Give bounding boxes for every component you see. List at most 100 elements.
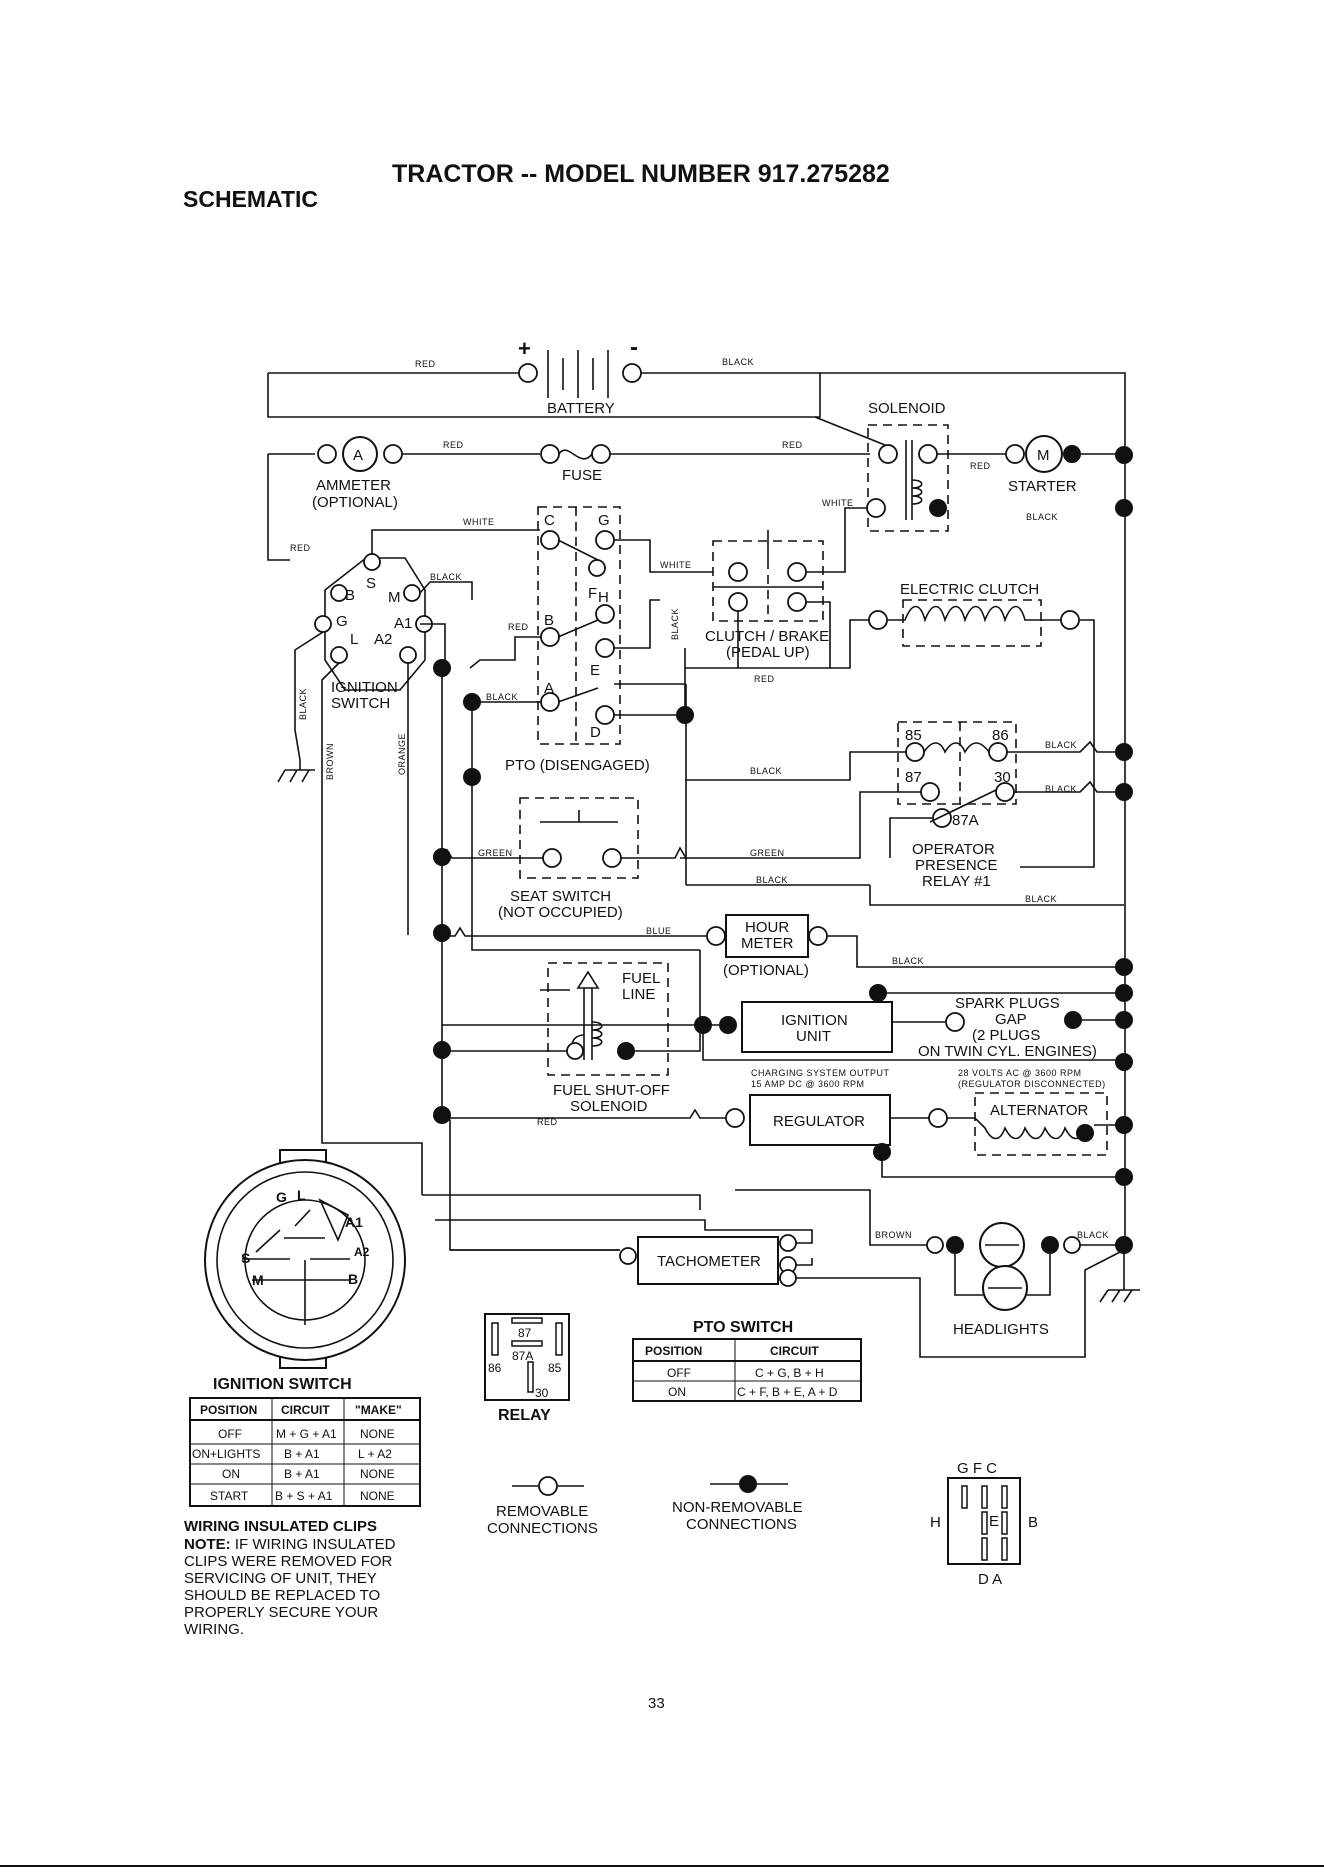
ign-face-a2: A2 (354, 1245, 370, 1259)
hour-meter-label-2: METER (741, 935, 794, 952)
pto-term-f: F (588, 585, 597, 602)
ground-bus (1099, 446, 1140, 1303)
electric-clutch: ELECTRIC CLUTCH (830, 581, 1095, 868)
relay-diagram-title: RELAY (498, 1407, 551, 1424)
ign-table-cell: NONE (360, 1467, 395, 1481)
ign-face-b: B (348, 1271, 358, 1287)
solenoid: SOLENOID WHITE (814, 400, 949, 532)
ammeter: A AMMETER (OPTIONAL) RED (267, 436, 403, 561)
alternator-label: ALTERNATOR (990, 1102, 1089, 1119)
regulator: REGULATOR CHARGING SYSTEM OUTPUT 15 AMP … (442, 1068, 1124, 1178)
pto-conn-top: G F C (957, 1460, 997, 1477)
wire-label-red: RED (970, 461, 991, 471)
alternator-note-2: (REGULATOR DISCONNECTED) (958, 1079, 1106, 1089)
wire-label-black: BLACK (1025, 894, 1057, 904)
ign-face-s: S (241, 1250, 250, 1266)
clutch-brake-label: CLUTCH / BRAKE (705, 628, 829, 645)
fuel-line-1: FUEL (622, 970, 660, 987)
ign-table-cell: L + A2 (358, 1447, 392, 1461)
pto-label: PTO (DISENGAGED) (505, 757, 650, 774)
ign-table-cell: B + A1 (284, 1447, 320, 1461)
pto-term-c: C (544, 512, 555, 529)
pto-table-h-position: POSITION (645, 1344, 702, 1358)
note-line: PROPERLY SECURE YOUR (184, 1604, 378, 1621)
pto-conn-right: B (1028, 1514, 1038, 1531)
pto-switch: C G F H B E A D PTO (DISENGAGED) WHITE R… (469, 506, 713, 774)
relay-diagram-87a: 87A (512, 1349, 533, 1363)
battery-minus: - (630, 334, 638, 361)
ign-table-cell: B + A1 (284, 1467, 320, 1481)
relay-label-1: OPERATOR (912, 841, 995, 858)
spark-plugs-label-2: GAP (995, 1011, 1027, 1028)
fuel-solenoid: FUEL LINE FUEL SHUT-OFF SOLENOID (442, 950, 701, 1115)
pto-term-d: D (590, 724, 601, 741)
spark-plugs-label-1: SPARK PLUGS (955, 995, 1060, 1012)
ign-label-1: IGNITION (331, 679, 398, 696)
clutch-brake-switch: CLUTCH / BRAKE (PEDAL UP) RED (685, 507, 868, 684)
ignition-switch: B S M G A1 L A2 IGNITION SWITCH WHITE BL… (277, 517, 540, 1195)
spark-plugs-label-4: ON TWIN CYL. ENGINES) (918, 1043, 1097, 1060)
ign-table-cell: ON+LIGHTS (192, 1447, 260, 1461)
ign-face-l: L (297, 1187, 306, 1203)
pto-table-cell: C + G, B + H (755, 1366, 824, 1380)
pto-switch-table: PTO SWITCH POSITION CIRCUIT OFF C + G, B… (632, 1319, 862, 1402)
relay-diagram-87: 87 (518, 1326, 532, 1340)
fuel-solenoid-label-1: FUEL SHUT-OFF (553, 1082, 670, 1099)
page-title: TRACTOR -- MODEL NUMBER 917.275282 (392, 160, 890, 188)
pto-conn-bottom: D A (978, 1571, 1002, 1588)
tachometer: TACHOMETER (422, 1194, 1125, 1358)
wire-label-green: GREEN (750, 848, 785, 858)
wire-label-red: RED (754, 674, 775, 684)
wire-label-red: RED (415, 359, 436, 369)
relay-label-2: PRESENCE (915, 857, 998, 874)
charging-note-1: CHARGING SYSTEM OUTPUT (751, 1068, 890, 1078)
hour-meter-optional: (OPTIONAL) (723, 962, 809, 979)
ignition-unit-label-1: IGNITION (781, 1012, 848, 1029)
relay-label-3: RELAY #1 (922, 873, 991, 890)
ammeter-label: AMMETER (316, 477, 391, 494)
ign-term-l: L (350, 631, 358, 648)
seat-switch: GREEN GREEN BLACK SEAT SWITCH (NOT OCCUP… (441, 684, 870, 921)
ignition-unit: IGNITION UNIT SPARK PLUGS GAP (2 PLUGS O… (442, 984, 1124, 1061)
ign-table-cell: ON (222, 1467, 240, 1481)
starter: M STARTER RED BLACK (937, 435, 1125, 522)
pto-term-g: G (598, 512, 610, 529)
battery-label: BATTERY (547, 400, 615, 417)
ammeter-letter: A (353, 447, 363, 464)
wire-label-black: BLACK (1045, 784, 1077, 794)
ign-term-a2: A2 (374, 631, 392, 648)
legend-removable-2: CONNECTIONS (487, 1520, 598, 1537)
relay-85: 85 (905, 727, 922, 744)
pto-term-h: H (598, 589, 609, 606)
wire-label-black: BLACK (722, 357, 754, 367)
starter-label: STARTER (1008, 478, 1077, 495)
alternator-note-1: 28 VOLTS AC @ 3600 RPM (958, 1068, 1082, 1078)
ign-term-s: S (366, 575, 376, 592)
svg-text:NOTE: IF WIRING INSULATED: NOTE: IF WIRING INSULATED (184, 1536, 396, 1553)
pto-term-b: B (544, 612, 554, 629)
wire-label-brown: BROWN (325, 743, 335, 780)
pto-table-h-circuit: CIRCUIT (770, 1344, 819, 1358)
wire-label-black: BLACK (1077, 1230, 1109, 1240)
wire-label-black: BLACK (298, 688, 308, 720)
legend-removable-1: REMOVABLE (496, 1503, 588, 1520)
operator-presence-relay: 85 86 87 30 87A OPERATOR PRESENCE RELAY … (680, 721, 1124, 906)
note-line: IF WIRING INSULATED (231, 1536, 396, 1553)
relay-30: 30 (994, 769, 1011, 786)
ign-label-2: SWITCH (331, 695, 390, 712)
pto-conn-left: H (930, 1514, 941, 1531)
relay-diagram-85: 85 (548, 1361, 562, 1375)
ign-table-h-make: "MAKE" (355, 1403, 402, 1417)
fuse-label: FUSE (562, 467, 602, 484)
legend-nonremovable-1: NON-REMOVABLE (672, 1499, 803, 1516)
relay-diagram: 87 87A 86 85 30 RELAY (484, 1313, 570, 1424)
relay-diagram-86: 86 (488, 1361, 502, 1375)
electric-clutch-label: ELECTRIC CLUTCH (900, 581, 1039, 598)
pto-connector: G F C H E B D A (930, 1460, 1038, 1588)
wire-label-white: WHITE (822, 498, 854, 508)
ign-table-cell: OFF (218, 1427, 242, 1441)
wire-label-brown: BROWN (875, 1230, 912, 1240)
legend-nonremovable-2: CONNECTIONS (686, 1516, 797, 1533)
relay-87: 87 (905, 769, 922, 786)
